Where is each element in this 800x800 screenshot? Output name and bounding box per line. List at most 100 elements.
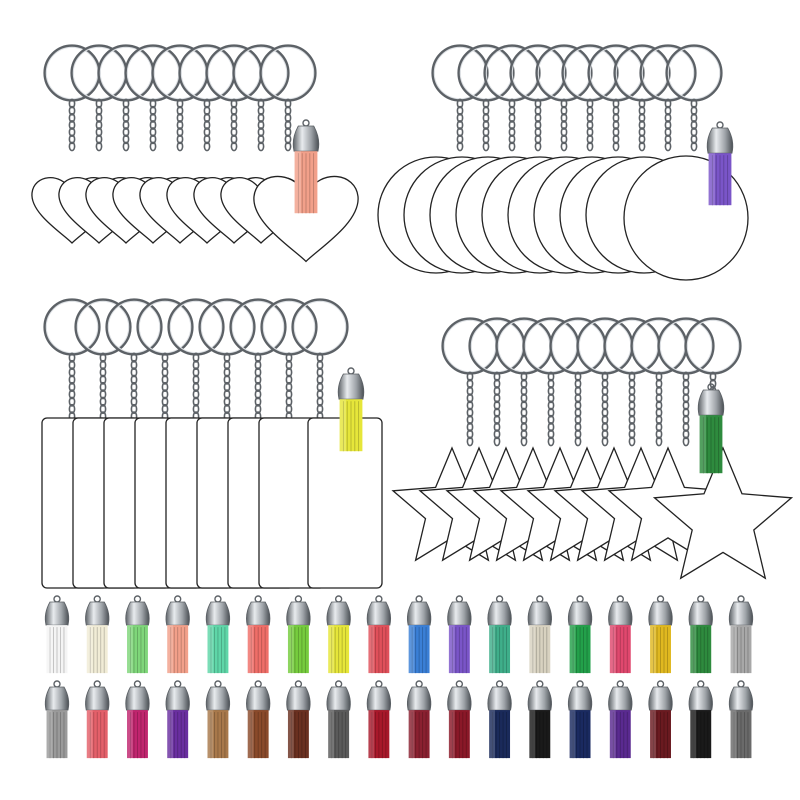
chain-link-icon (482, 120, 490, 130)
loose-tassel (567, 595, 593, 674)
split-ring-icon (43, 298, 101, 356)
tassel-cap (648, 686, 673, 711)
chain-link-icon (664, 127, 672, 138)
tassel-cap (447, 686, 472, 711)
chain-link-icon (612, 141, 620, 152)
chain-link-icon (456, 141, 464, 152)
fringe-highlight (730, 625, 737, 674)
tassel-cap (85, 601, 110, 626)
chain-link-icon (520, 414, 528, 425)
chain-link-icon (560, 127, 568, 138)
rectangle-tassel (337, 367, 365, 452)
chain-link-icon (176, 134, 184, 145)
chain-link-icon (655, 378, 663, 389)
chain-link-icon (547, 436, 555, 447)
chain-link-icon (534, 98, 542, 109)
tassel-loop (536, 680, 544, 688)
chain-link-icon (520, 421, 528, 432)
tassel-cap (366, 601, 392, 626)
tassel-cap (205, 686, 231, 711)
tassel-loop (93, 595, 101, 603)
circle-keychain-group (377, 44, 749, 281)
chain-link-icon (574, 393, 582, 404)
chain-link-icon (466, 407, 474, 418)
chain-link-icon (664, 98, 672, 109)
chain-link-icon (682, 400, 690, 411)
chain-link-icon (122, 134, 130, 145)
fringe-highlight (650, 625, 656, 674)
chain-link-icon (68, 120, 76, 130)
chain-link-icon (534, 112, 542, 123)
tassel-loop (53, 680, 61, 688)
tassel-loop (616, 680, 624, 688)
chain-link-icon (284, 105, 292, 116)
chain-link-icon (655, 421, 663, 432)
chain-link-icon (316, 374, 324, 385)
chain-link-icon (466, 400, 474, 411)
tassel-loop (174, 595, 182, 603)
chain-link-icon (68, 352, 76, 363)
chain-link-icon (257, 127, 265, 138)
tassel-cap (688, 686, 713, 711)
split-ring-icon (291, 298, 349, 356)
chain-link-icon (560, 105, 568, 116)
chain-link-icon (95, 98, 103, 109)
ring-highlight (231, 300, 285, 354)
chain-link-icon (456, 112, 464, 123)
chain-link-icon (508, 127, 516, 138)
fringe-highlight (650, 710, 656, 759)
chain-link-icon (257, 112, 265, 123)
chain-link-icon (68, 98, 76, 109)
chain-link-icon (316, 367, 324, 378)
fringe-highlight (86, 625, 93, 674)
chain-link-icon (508, 120, 516, 130)
chain-link-icon (68, 374, 76, 385)
tassel-loop (656, 595, 665, 603)
chain-link-icon (192, 374, 200, 385)
chain-link-icon (534, 105, 542, 116)
chain-link-icon (254, 396, 262, 407)
chain-link-icon (547, 393, 555, 404)
chain-link-icon (493, 385, 501, 396)
chain-link-icon (230, 120, 238, 130)
chain-link-icon (466, 436, 474, 447)
chain-link-icon (285, 396, 293, 407)
loose-tassel (125, 680, 150, 759)
chain-link-icon (203, 134, 211, 145)
chain-link-icon (456, 127, 464, 138)
chain-link-icon (508, 141, 516, 152)
chain-link-icon (482, 127, 490, 138)
ring-highlight (200, 300, 254, 354)
chain-link-icon (223, 389, 231, 400)
fringe-highlight (127, 710, 133, 759)
loose-tassel (608, 595, 633, 674)
tassel-loop (737, 595, 745, 603)
chain-link-icon (534, 127, 542, 138)
chain-link-icon (628, 371, 636, 382)
tassel-loop (656, 680, 665, 688)
tassel-loop (716, 121, 724, 129)
tassel-cap (326, 686, 351, 711)
chain-link-icon (223, 381, 231, 393)
chain-link-icon (192, 359, 200, 371)
chain-link-icon (223, 352, 231, 363)
chain-link-icon (638, 105, 646, 116)
loose-tassel (648, 680, 673, 759)
chain-link-icon (482, 112, 490, 123)
chain-link-icon (285, 374, 293, 385)
chain-link-icon (586, 134, 594, 145)
ring-highlight (262, 300, 316, 354)
chain-link-icon (192, 403, 200, 415)
chain-link-icon (682, 421, 690, 432)
fringe-highlight (127, 625, 133, 674)
chain-link-icon (316, 389, 324, 400)
loose-tassel (406, 595, 432, 674)
chain-link-icon (690, 120, 698, 130)
loose-tassel (527, 595, 552, 674)
chain-link-icon (203, 105, 211, 116)
tassel-cap (706, 127, 734, 154)
chain-link-icon (601, 400, 609, 411)
chain-link-icon (466, 378, 474, 389)
chain-link-icon (223, 359, 231, 371)
loose-tassel (205, 680, 231, 759)
